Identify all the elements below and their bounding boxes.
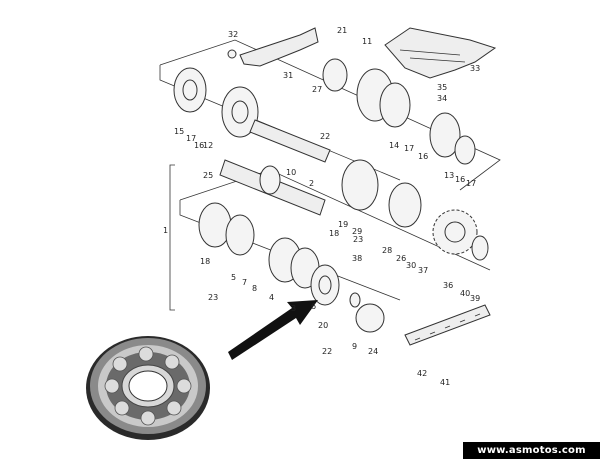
part-labels: 32 21 11 33 31 27 35 34 15 17 16 12 22 1… [163, 26, 480, 387]
part-label: 17 [404, 144, 414, 153]
part-label: 6 [311, 302, 316, 311]
upper-gear-stack [173, 58, 476, 165]
part-label: 18 [329, 229, 339, 238]
part-label: 21 [337, 26, 347, 35]
part-label: 29 [352, 227, 362, 236]
part-label: 31 [283, 71, 293, 80]
part-label: 27 [312, 85, 322, 94]
part-label: 26 [396, 254, 406, 263]
part-label: 17 [466, 179, 476, 188]
gearbox-cover [384, 27, 497, 79]
pointer-arrow [228, 300, 318, 360]
part-label: 37 [418, 266, 428, 275]
part-label: 16 [418, 152, 428, 161]
part-label: 24 [368, 347, 378, 356]
part-label: 12 [203, 141, 213, 150]
part-label: 16 [194, 141, 204, 150]
part-label: 8 [252, 284, 257, 293]
part-label: 40 [460, 289, 470, 298]
part-label: 36 [443, 281, 453, 290]
part-label: 22 [320, 132, 330, 141]
part-label: 19 [338, 220, 348, 229]
lower-gear-stack [198, 202, 385, 333]
part-label: 22 [322, 347, 332, 356]
part-label: 3 [291, 304, 296, 313]
part-label: 5 [231, 273, 236, 282]
part-label: 23 [353, 235, 363, 244]
part-label: 23 [208, 293, 218, 302]
part-label: 38 [352, 254, 362, 263]
part-label: 41 [440, 378, 450, 387]
drive-sprocket [432, 209, 489, 261]
part-label: 18 [200, 257, 210, 266]
part-label: 16 [455, 175, 465, 184]
part-label: 4 [269, 293, 274, 302]
part-label: 14 [389, 141, 399, 150]
part-label: 32 [228, 30, 238, 39]
part-label: 2 [309, 179, 314, 188]
part-label: 30 [406, 261, 416, 270]
part-label: 15 [174, 127, 184, 136]
part-label: 17 [186, 134, 196, 143]
part-label: 11 [362, 37, 372, 46]
part-label: 9 [352, 342, 357, 351]
shift-bracket [227, 27, 319, 67]
part-label: 25 [203, 171, 213, 180]
part-label: 33 [470, 64, 480, 73]
part-label: 35 [437, 83, 447, 92]
part-label: 20 [318, 321, 328, 330]
bearing-photo [86, 336, 210, 440]
part-label: 42 [417, 369, 427, 378]
part-label: 28 [382, 246, 392, 255]
part-label: 1 [163, 226, 168, 235]
drive-chain [404, 304, 491, 346]
main-shaft [219, 159, 422, 228]
watermark: www.asmotos.com [463, 442, 600, 459]
part-label: 34 [437, 94, 447, 103]
part-label: 13 [444, 171, 454, 180]
part-label: 10 [286, 168, 296, 177]
part-label: 39 [470, 294, 480, 303]
part-label: 7 [242, 278, 247, 287]
